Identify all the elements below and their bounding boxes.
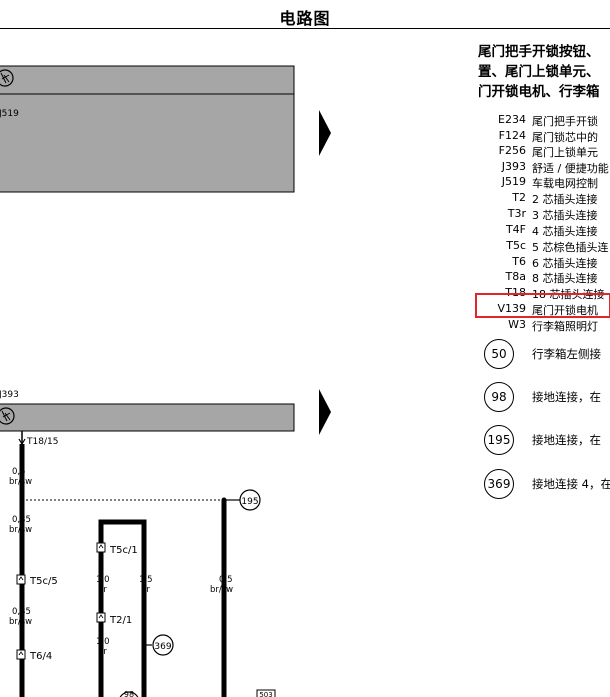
highlight-box-v139 <box>475 293 610 318</box>
connector-t5c-1: T5c/1 <box>96 542 138 556</box>
svg-text:T5c/1: T5c/1 <box>109 545 138 556</box>
wire-gauge: 1,0 <box>96 575 110 585</box>
svg-text:503: 503 <box>259 691 272 697</box>
svg-text:T2/1: T2/1 <box>109 615 132 626</box>
ground-node-98-partial: 98 <box>119 690 139 697</box>
wire-color: br/sw <box>210 585 233 595</box>
wire-color: br/sw <box>9 477 32 487</box>
ground-node-369: 369 <box>141 634 174 656</box>
page-header: 电路图 <box>0 0 610 29</box>
ground-point-item: 98 接地连接，在 <box>484 382 610 412</box>
page-title: 电路图 <box>279 9 331 28</box>
wire-gauge: 0,5 <box>219 575 233 585</box>
ground-point-text: 行李箱左侧接 <box>532 347 601 361</box>
connector-t5c-5: T5c/5 <box>16 574 58 587</box>
ground-point-number: 98 <box>484 382 514 412</box>
wire-color: br/sw <box>9 525 32 535</box>
ground-point-item: 369 接地连接 4，在 <box>484 469 610 499</box>
ground-point-number: 195 <box>484 425 514 455</box>
svg-text:98: 98 <box>124 690 134 697</box>
svg-text:195: 195 <box>241 497 258 507</box>
wire-color: br <box>98 647 107 657</box>
wire-right: 0,5 br/sw <box>210 500 233 697</box>
control-block-j519: J519 <box>0 65 295 193</box>
ground-point-text: 接地连接 4，在 <box>532 477 610 491</box>
ground-node-195: 195 <box>239 489 261 511</box>
pointer-arrow-icon <box>319 110 331 156</box>
ground-point-number: 369 <box>484 469 514 499</box>
pin-t18-15: T18/15 <box>18 431 58 447</box>
block2-label: J393 <box>0 390 19 400</box>
wire-gauge: 0,5 <box>12 467 26 477</box>
wire-loop <box>98 519 147 697</box>
wire-gauge: 1,0 <box>96 637 110 647</box>
circuit-schematic: J519 J393 T18/15 195 0,5 br/sw 0,35 br/s… <box>0 65 295 697</box>
wire-gauge: 0,35 <box>12 607 31 617</box>
connector-t2-1: T2/1 <box>96 612 132 626</box>
connector-t6-4: T6/4 <box>16 649 52 662</box>
pointer-arrow-icon <box>319 389 331 435</box>
svg-text:369: 369 <box>154 642 171 652</box>
ground-symbol-icon <box>0 407 15 425</box>
description-title: 尾门把手开锁按钮、 置、尾门上锁单元、 门开锁电机、行李箱 <box>478 44 600 100</box>
ground-symbol-icon <box>0 69 14 87</box>
svg-text:T5c/5: T5c/5 <box>29 576 58 587</box>
control-block-j393: J393 <box>0 390 295 432</box>
wire-gauge: 1,5 <box>139 575 153 585</box>
block1-label: J519 <box>0 109 19 119</box>
component-box-partial: 503 <box>256 689 276 697</box>
svg-text:T6/4: T6/4 <box>29 651 52 662</box>
ground-point-text: 接地连接，在 <box>532 390 601 404</box>
ground-point-item: 50 行李箱左侧接 <box>484 339 610 369</box>
wire-color: br/sw <box>9 617 32 627</box>
wire-color: br <box>98 585 107 595</box>
ground-point-item: 195 接地连接，在 <box>484 425 610 455</box>
wire-color: br <box>141 585 150 595</box>
wire-gauge: 0,35 <box>12 515 31 525</box>
pin-t18-label: T18/15 <box>26 437 58 447</box>
ground-point-text: 接地连接，在 <box>532 433 601 447</box>
ground-point-number: 50 <box>484 339 514 369</box>
